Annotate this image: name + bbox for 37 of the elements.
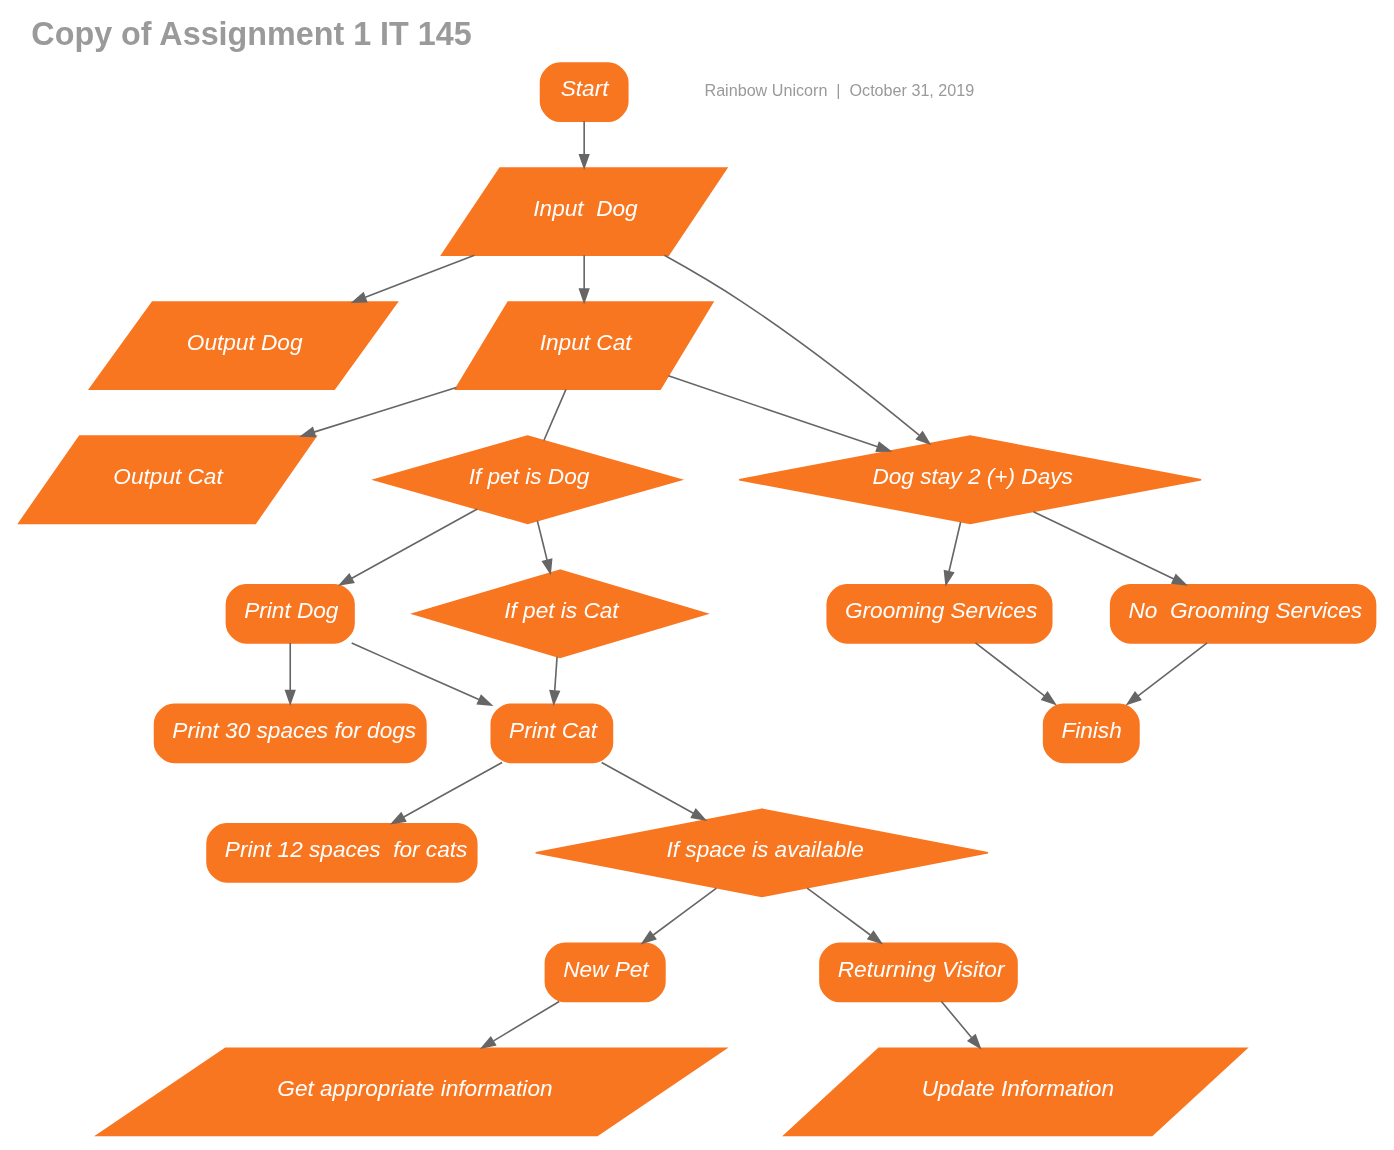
- arrow: [337, 508, 479, 586]
- arrow: [479, 1000, 561, 1050]
- node-diamond: If pet is Cat: [410, 569, 710, 659]
- node-box: Print 12 spaces for cats: [206, 822, 478, 883]
- node-box: Print Cat: [490, 703, 614, 764]
- node-diamond: If pet is Dog: [371, 435, 685, 525]
- arrow: [640, 887, 718, 945]
- arrow: [389, 761, 503, 825]
- arrow: [600, 761, 708, 821]
- arrow: [536, 519, 553, 576]
- node-box: Grooming Services: [826, 583, 1053, 644]
- arrow: [549, 655, 561, 707]
- arrow: [578, 120, 590, 171]
- arrow: [667, 375, 893, 452]
- arrow: [284, 642, 296, 706]
- node-box: New Pet: [544, 942, 666, 1003]
- label: Rainbow Unicorn | October 31, 2019: [704, 81, 975, 100]
- arrow: [940, 1000, 982, 1050]
- node-box: Finish: [1042, 703, 1140, 764]
- node-box: Start: [539, 62, 629, 122]
- arrow: [663, 254, 932, 446]
- arrow: [350, 642, 494, 706]
- node-box: Print 30 spaces for dogs: [153, 703, 427, 764]
- arrow: [806, 887, 884, 945]
- node-box: Print Dog: [225, 583, 355, 644]
- node-box: No Grooming Services: [1109, 583, 1377, 644]
- arrow: [1125, 642, 1208, 706]
- arrow: [943, 521, 962, 587]
- arrow: [1032, 510, 1188, 586]
- arrow: [578, 254, 590, 305]
- connector: [543, 388, 567, 442]
- arrow: [974, 642, 1057, 706]
- arrow: [350, 254, 476, 303]
- node-diamond: Dog stay 2 (+) Days: [738, 435, 1202, 525]
- diagram-title: Copy of Assignment 1 IT 145: [31, 16, 472, 53]
- node-box: Returning Visitor: [819, 942, 1018, 1003]
- arrow: [299, 386, 458, 438]
